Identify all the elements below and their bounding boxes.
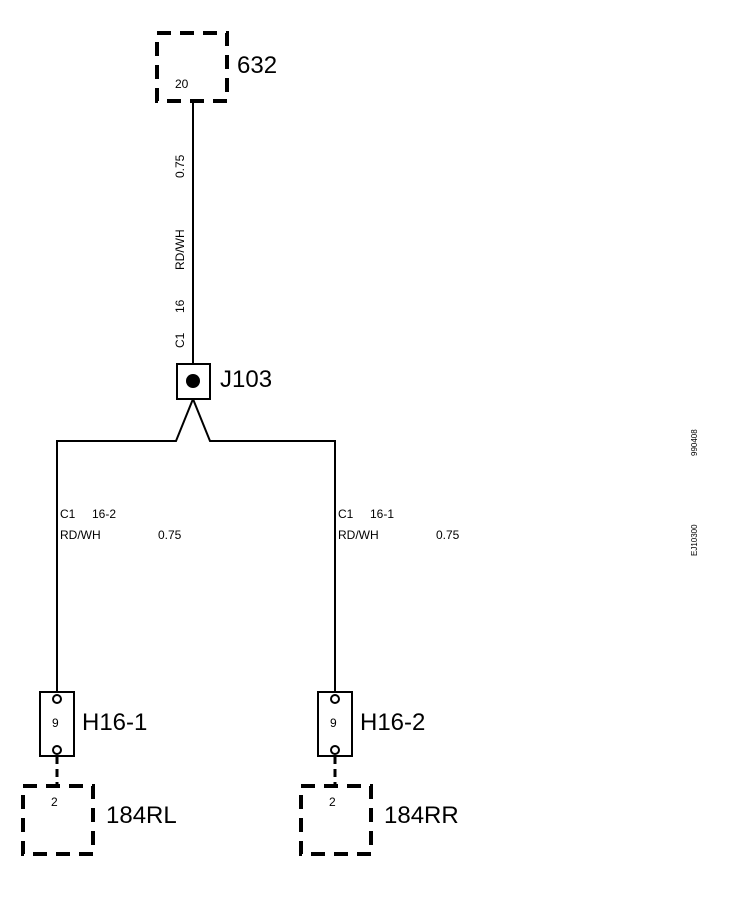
branch-wire-left[interactable]	[56, 398, 194, 692]
main-wire-pin: 16	[173, 299, 187, 313]
component-184rl-box[interactable]	[21, 784, 95, 856]
component-632-pin: 20	[175, 77, 189, 91]
component-184rr-label: 184RR	[384, 802, 459, 829]
left-branch-color: RD/WH	[60, 528, 101, 542]
side-code-ref: EJ10300	[690, 524, 699, 556]
connector-h16-2-pin: 9	[330, 716, 337, 730]
left-branch-connector: C1	[60, 507, 76, 521]
component-184rl-pin: 2	[51, 795, 58, 809]
main-wire-color: RD/WH	[173, 229, 187, 270]
connector-h16-2-label: H16-2	[360, 709, 425, 736]
branch-wire-right[interactable]	[192, 398, 336, 692]
left-branch-size: 0.75	[158, 528, 182, 542]
connector-h16-1-pin: 9	[52, 716, 59, 730]
connector-h16-1-label: H16-1	[82, 709, 147, 736]
junction-j103-label: J103	[220, 366, 272, 393]
connector-h16-2-top-terminal	[330, 694, 340, 704]
side-code-date: 990408	[690, 429, 699, 456]
main-wire-connector: C1	[173, 332, 187, 348]
main-wire-size: 0.75	[173, 154, 187, 178]
component-184rl-label: 184RL	[106, 802, 177, 829]
right-branch-connector: C1	[338, 507, 354, 521]
right-branch-pin: 16-1	[370, 507, 394, 521]
junction-j103-dot	[186, 374, 200, 388]
component-184rr-pin: 2	[329, 795, 336, 809]
right-branch-color: RD/WH	[338, 528, 379, 542]
component-632-label: 632	[237, 52, 277, 79]
connector-h16-1-bottom-terminal	[52, 745, 62, 755]
connector-h16-1-top-terminal	[52, 694, 62, 704]
right-branch-size: 0.75	[436, 528, 460, 542]
component-632-box[interactable]	[155, 31, 229, 103]
connector-h16-2-bottom-terminal	[330, 745, 340, 755]
left-branch-pin: 16-2	[92, 507, 116, 521]
component-184rr-box[interactable]	[299, 784, 373, 856]
